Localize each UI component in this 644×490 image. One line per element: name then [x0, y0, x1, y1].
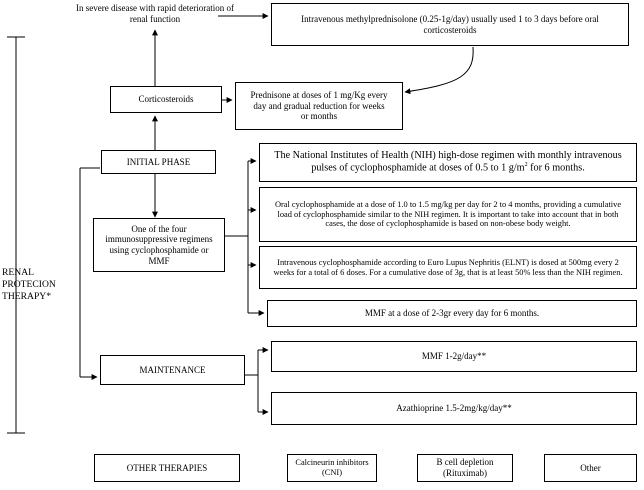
oral-cyclophosphamide-box: Oral cyclophosphamide at a dose of 1.0 t…	[259, 187, 637, 242]
maintenance-azathioprine-box: Azathioprine 1.5-2mg/kg/day**	[271, 392, 637, 425]
renal-protection-label: RENAL PROTECION THERAPY*	[2, 267, 56, 302]
maintenance-box: MAINTENANCE	[100, 355, 245, 385]
nih-regimen-text: The National Institutes of Health (NIH) …	[274, 150, 622, 174]
prednisone-box: Prednisone at doses of 1 mg/Kg every day…	[235, 82, 403, 130]
mmf-regimen-box: MMF at a dose of 2-3gr every day for 6 m…	[267, 300, 637, 327]
maintenance-mmf-box: MMF 1-2g/day**	[271, 341, 637, 372]
elnt-regimen-box: Intravenous cyclophosphamide according t…	[259, 246, 637, 289]
methylprednisolone-box: Intravenous methylprednisolone (0.25-1g/…	[271, 3, 629, 46]
b-cell-depletion-box: B cell depletion (Rituximab)	[417, 454, 513, 482]
nih-regimen-box: The National Institutes of Health (NIH) …	[259, 143, 637, 182]
cni-box: Calcineurin inhibitors (CNI)	[287, 454, 377, 482]
regimens-box: One of the four immunosuppressive regime…	[93, 218, 225, 272]
other-therapies-box: OTHER THERAPIES	[94, 454, 240, 482]
initial-phase-box: INITIAL PHASE	[101, 150, 216, 174]
other-box: Other	[544, 454, 637, 482]
corticosteroids-box: Corticosteroids	[110, 86, 222, 113]
severe-disease-note: In severe disease with rapid deteriorati…	[76, 3, 234, 24]
